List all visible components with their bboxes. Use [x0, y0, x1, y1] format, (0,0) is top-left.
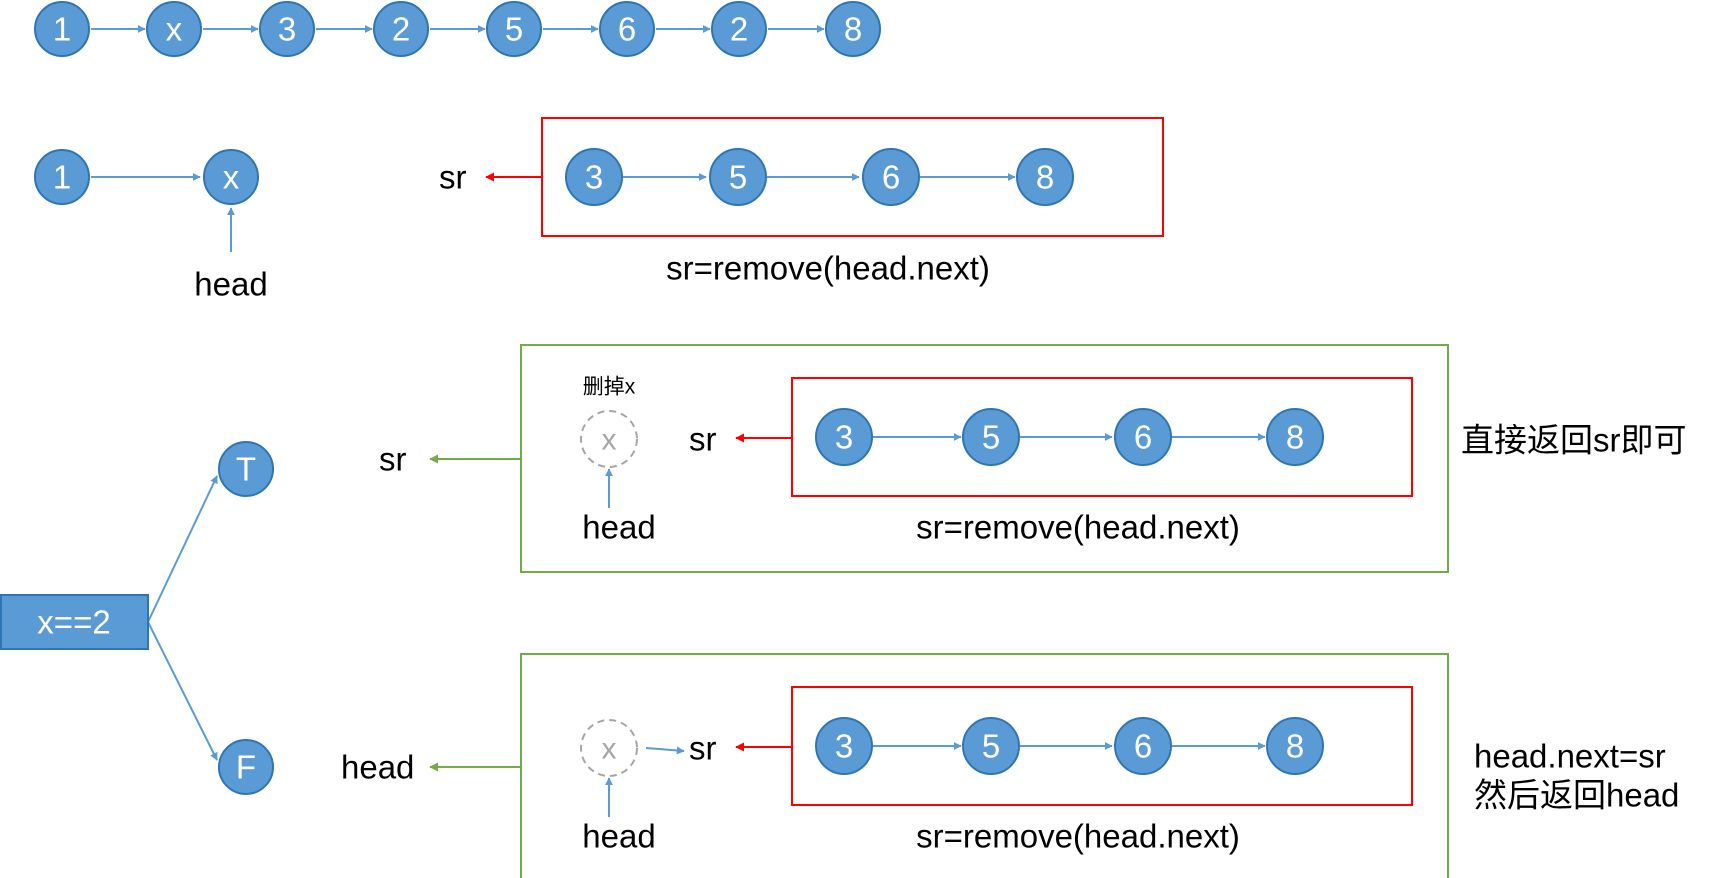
node-label: x — [602, 424, 617, 457]
node-label: 6 — [618, 11, 636, 48]
sr-label: sr — [689, 421, 717, 458]
row1-node: 1 — [34, 1, 90, 57]
true-branch-arrow — [147, 475, 218, 623]
node-label: 3 — [835, 419, 853, 456]
condition-box: x==2 — [0, 594, 149, 650]
remove-call-caption: sr=remove(head.next) — [916, 818, 1240, 855]
node-label: 3 — [835, 728, 853, 765]
true-branch-box — [520, 344, 1449, 573]
recursive-result-box — [791, 686, 1413, 806]
deleted-node: x — [580, 410, 638, 468]
true-return-label: sr — [379, 441, 407, 478]
row1-list: 1 x 3 2 5 6 2 8 — [34, 1, 881, 57]
node-label: 8 — [1286, 419, 1304, 456]
true-branch: sr 删掉x x head sr 3 5 6 8 sr=remove(head.… — [379, 344, 1687, 573]
true-branch-note: 直接返回sr即可 — [1461, 422, 1687, 459]
head-label: head — [194, 266, 267, 303]
false-branch: head x head sr 3 5 6 8 sr=remove(head.ne… — [341, 653, 1679, 878]
sublist-node: 6 — [1114, 717, 1172, 775]
head-label: head — [582, 509, 655, 546]
delete-x-note: 删掉x — [583, 376, 636, 399]
node-label: 2 — [392, 11, 410, 48]
false-branch-note-line1: head.next=sr — [1474, 738, 1666, 775]
recursive-result-box — [541, 117, 1164, 237]
node-label: 5 — [729, 159, 747, 196]
sublist-node: 5 — [709, 148, 767, 206]
sr-label: sr — [689, 730, 717, 767]
false-branch-arrow — [147, 621, 218, 761]
node-label: 8 — [1036, 159, 1054, 196]
false-return-label: head — [341, 749, 414, 786]
node-label: 6 — [1134, 419, 1152, 456]
sublist-node: 5 — [962, 408, 1020, 466]
row1-node: 3 — [259, 1, 315, 57]
node-label: 1 — [53, 159, 71, 196]
node-label: x — [223, 159, 240, 196]
head-label: head — [582, 818, 655, 855]
node-label: 1 — [53, 11, 71, 48]
row2-step: 1 x head sr 3 5 6 8 sr=remove(head.next) — [34, 117, 1164, 303]
recursive-result-box — [791, 377, 1413, 497]
true-node: T — [218, 441, 274, 497]
node-label: 3 — [278, 11, 296, 48]
sublist-node: 5 — [962, 717, 1020, 775]
row2-node-first: 1 — [34, 149, 90, 205]
sublist-node: 8 — [1266, 408, 1324, 466]
false-branch-box — [520, 653, 1449, 878]
node-label: x — [166, 11, 183, 48]
sublist-node: 6 — [862, 148, 920, 206]
sublist-node: 8 — [1266, 717, 1324, 775]
node-label: 5 — [982, 728, 1000, 765]
x-node: x — [580, 719, 638, 777]
condition-label: x==2 — [37, 604, 110, 641]
node-label: 3 — [585, 159, 603, 196]
sublist-node: 3 — [565, 148, 623, 206]
node-label: 5 — [505, 11, 523, 48]
node-label: 5 — [982, 419, 1000, 456]
sublist-node: 3 — [815, 717, 873, 775]
next-pointer-arrow — [645, 746, 685, 755]
node-label: 6 — [882, 159, 900, 196]
sublist-node: 8 — [1016, 148, 1074, 206]
row1-node: 2 — [711, 1, 767, 57]
node-label: 6 — [1134, 728, 1152, 765]
sublist-node: 3 — [815, 408, 873, 466]
node-label: F — [236, 749, 256, 786]
row1-node: 6 — [599, 1, 655, 57]
node-label: 8 — [844, 11, 862, 48]
row1-node: x — [146, 1, 202, 57]
node-label: 2 — [730, 11, 748, 48]
row1-node: 2 — [373, 1, 429, 57]
node-label: T — [236, 451, 256, 488]
remove-call-caption: sr=remove(head.next) — [666, 250, 990, 287]
false-branch-note-line2: 然后返回head — [1474, 777, 1679, 814]
node-label: x — [602, 733, 617, 766]
condition-branch: x==2 T F — [0, 441, 274, 795]
node-label: 8 — [1286, 728, 1304, 765]
row2-node-x: x — [203, 149, 259, 205]
sublist-node: 6 — [1114, 408, 1172, 466]
false-node: F — [218, 739, 274, 795]
sr-label: sr — [439, 159, 467, 196]
remove-call-caption: sr=remove(head.next) — [916, 509, 1240, 546]
row1-node: 8 — [825, 1, 881, 57]
row1-node: 5 — [486, 1, 542, 57]
